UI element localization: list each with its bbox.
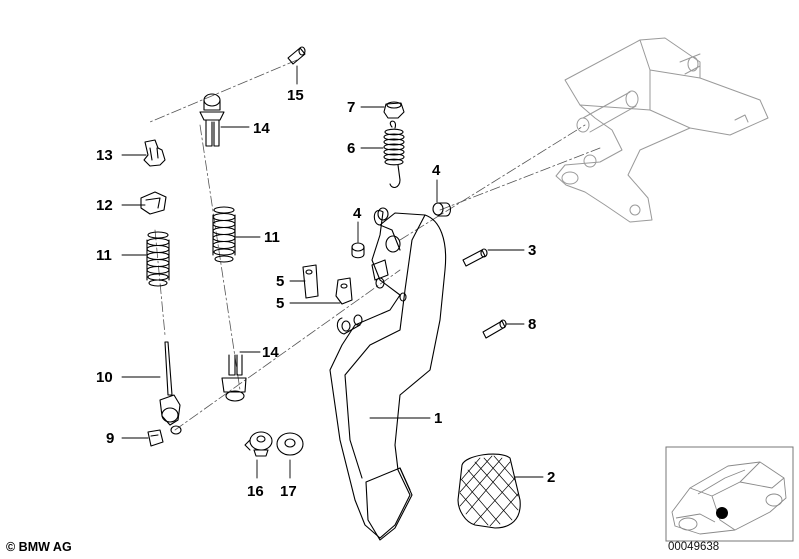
callout-6: 6 bbox=[347, 140, 355, 157]
callout-16: 16 bbox=[247, 483, 264, 500]
part-16-clip bbox=[244, 431, 273, 457]
part-8-pin bbox=[482, 319, 507, 339]
part-7-cap bbox=[383, 101, 405, 119]
part-11-spring-left bbox=[146, 231, 170, 287]
part-3-pin bbox=[462, 248, 488, 267]
callout-1: 1 bbox=[434, 410, 442, 427]
part-14-upper-clip bbox=[199, 93, 225, 147]
callout-7: 7 bbox=[347, 99, 355, 116]
callout-4-lower: 4 bbox=[353, 205, 362, 222]
part-12-clip bbox=[140, 191, 167, 215]
part-11-spring-right bbox=[212, 206, 236, 263]
part-5-clip-upper bbox=[302, 264, 319, 299]
part-6-return-spring bbox=[383, 120, 405, 189]
location-dot-icon bbox=[716, 507, 728, 519]
callout-5-upper: 5 bbox=[276, 273, 284, 290]
part-13-clip bbox=[143, 139, 166, 167]
pedal-bracket bbox=[555, 37, 769, 223]
callout-15: 15 bbox=[287, 87, 304, 104]
part-5-clip-lower bbox=[335, 277, 353, 305]
callout-14-lower: 14 bbox=[262, 344, 279, 361]
callout-9: 9 bbox=[106, 430, 114, 447]
part-10-rod bbox=[159, 341, 182, 435]
callout-8: 8 bbox=[528, 316, 536, 333]
callout-5-lower: 5 bbox=[276, 295, 284, 312]
copyright-text: © BMW AG bbox=[6, 540, 72, 554]
callout-11-right: 11 bbox=[264, 229, 280, 246]
callout-11-left: 11 bbox=[96, 247, 112, 264]
part-15-pin bbox=[287, 46, 306, 65]
callout-3: 3 bbox=[528, 242, 536, 259]
part-4-bushing-upper bbox=[432, 202, 452, 217]
document-number: 00049638 bbox=[668, 541, 720, 553]
callout-13: 13 bbox=[96, 147, 113, 164]
callout-17: 17 bbox=[280, 483, 297, 500]
callout-12: 12 bbox=[96, 197, 113, 214]
car-locator-icon bbox=[665, 446, 794, 542]
part-1-pedal-arm bbox=[329, 207, 447, 541]
part-9-clip bbox=[147, 429, 164, 447]
callout-4-upper: 4 bbox=[432, 162, 441, 179]
part-17-washer bbox=[276, 432, 304, 456]
leader-lines bbox=[121, 65, 544, 479]
callout-2: 2 bbox=[547, 469, 555, 486]
assembly-lines bbox=[149, 59, 601, 431]
part-4-bushing-lower bbox=[351, 242, 365, 259]
part-14-lower-bushing bbox=[221, 354, 247, 402]
part-2-pedal-pad bbox=[457, 453, 521, 529]
callout-10: 10 bbox=[96, 369, 113, 386]
callout-labels: 15 14 13 12 11 11 10 9 14 7 6 4 4 3 5 5 … bbox=[96, 87, 555, 500]
callout-14-upper: 14 bbox=[253, 120, 270, 137]
